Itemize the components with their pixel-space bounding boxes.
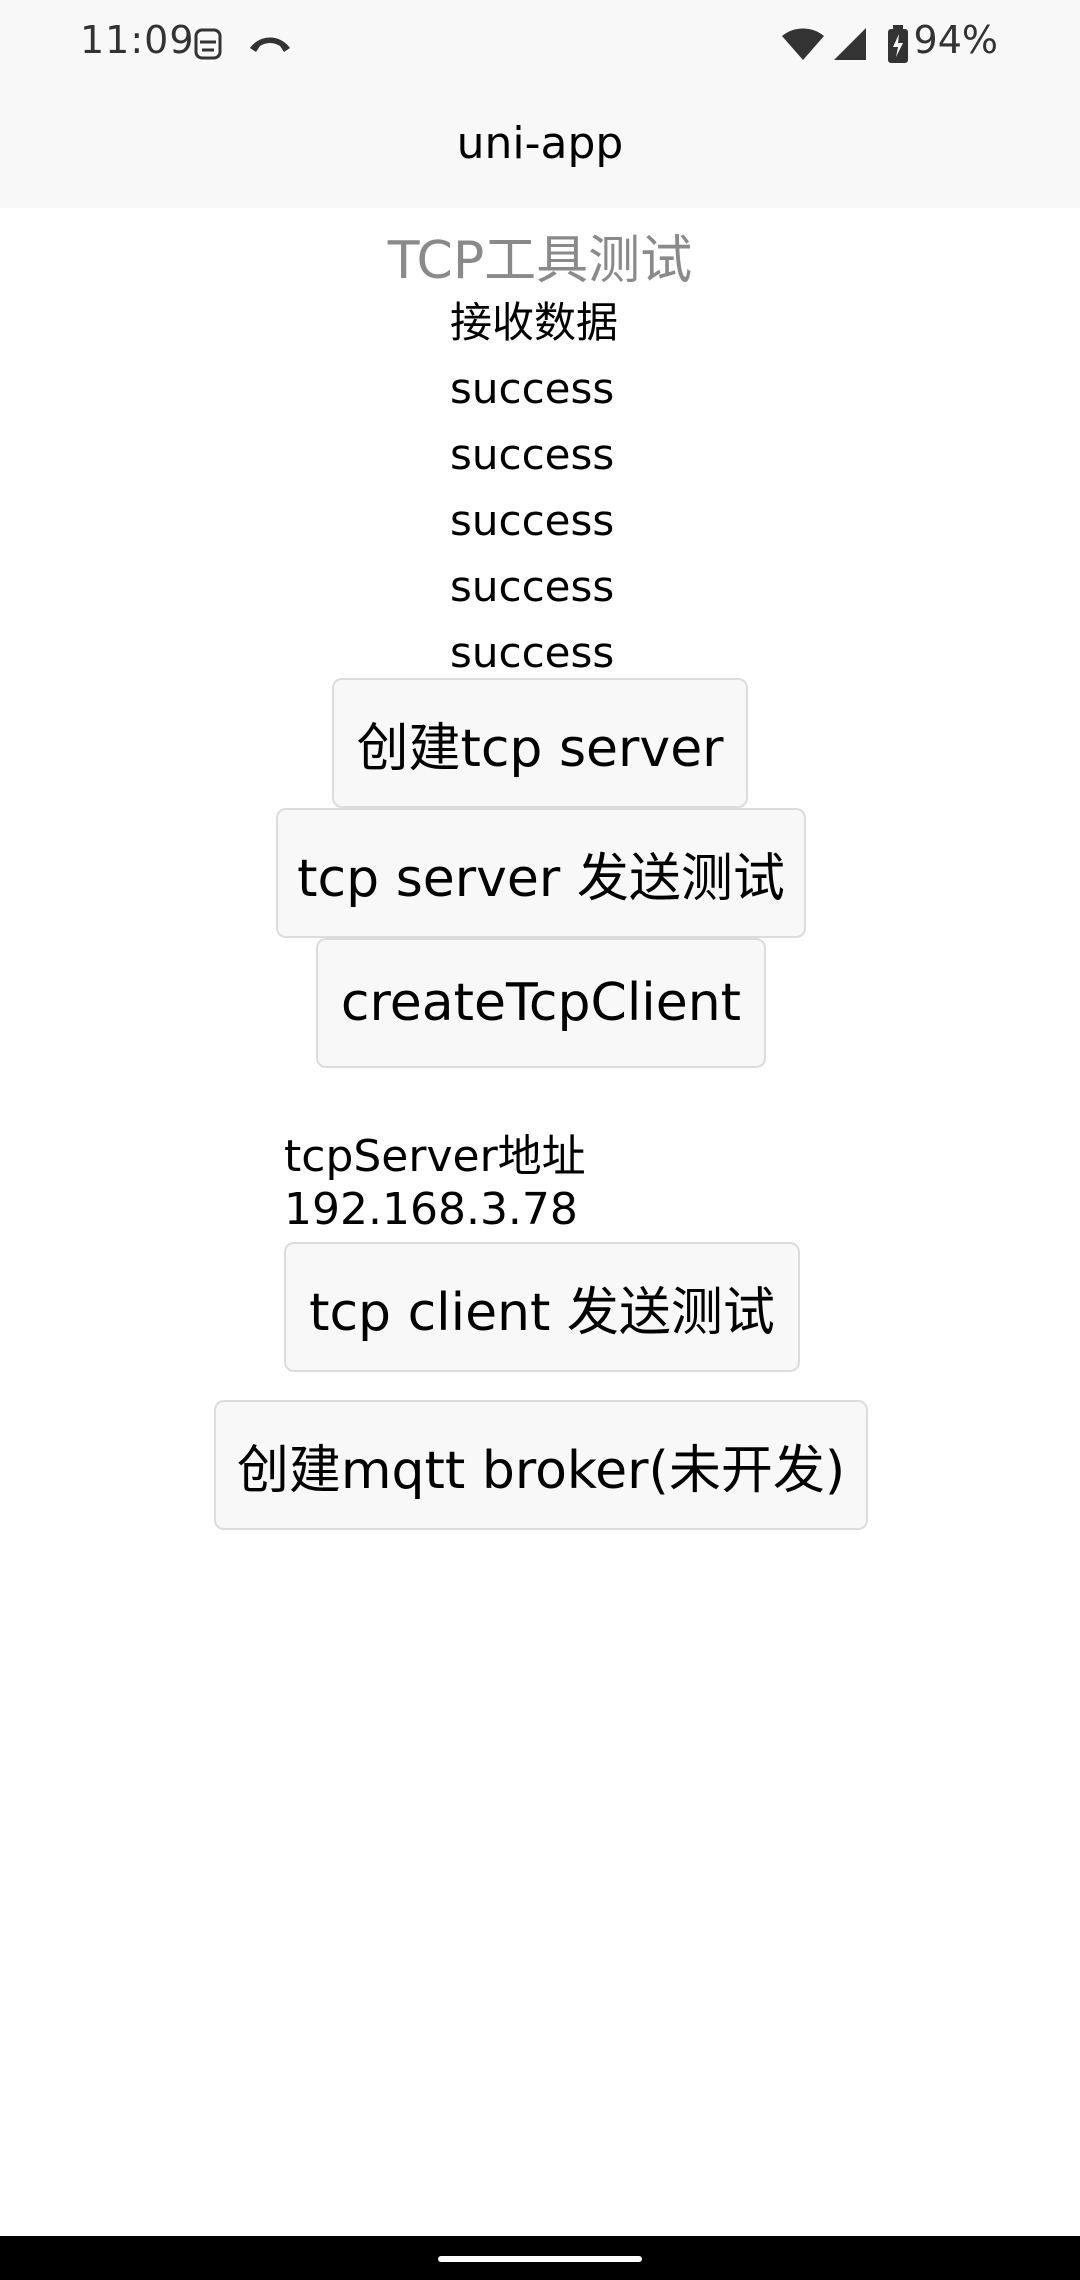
received-item: success [450,496,615,545]
create-mqtt-broker-button[interactable]: 创建mqtt broker(未开发) [214,1400,868,1530]
received-item: success [450,430,615,479]
call-icon [250,37,290,52]
gesture-navigation-bar [0,2236,1080,2280]
cellular-signal-icon [834,28,866,60]
status-time: 11:09 [80,18,195,62]
received-item: success [450,628,615,677]
battery-percent: 94% [913,18,998,62]
received-item: success [450,364,615,413]
status-bar: 11:09 94% [0,0,1080,88]
page-title: TCP工具测试 [387,231,693,291]
received-data-list: 接收数据 success success success success suc… [450,290,618,686]
received-data-label: 接收数据 [450,298,619,347]
create-tcp-client-button[interactable]: createTcpClient [316,938,766,1068]
received-item: success [450,562,615,611]
nav-title: uni-app [456,118,624,169]
home-handle[interactable] [438,2256,642,2262]
tcp-server-address-label: tcpServer地址 [284,1131,586,1182]
notification-face-icon [194,28,222,60]
tcp-server-send-test-button[interactable]: tcp server 发送测试 [276,808,806,938]
navigation-bar: uni-app [0,88,1080,208]
create-tcp-server-button[interactable]: 创建tcp server [332,678,748,808]
battery-icon [888,25,908,63]
tcp-server-address-value: 192.168.3.78 [284,1184,578,1235]
tcp-client-send-test-button[interactable]: tcp client 发送测试 [284,1242,800,1372]
wifi-icon [782,28,824,60]
